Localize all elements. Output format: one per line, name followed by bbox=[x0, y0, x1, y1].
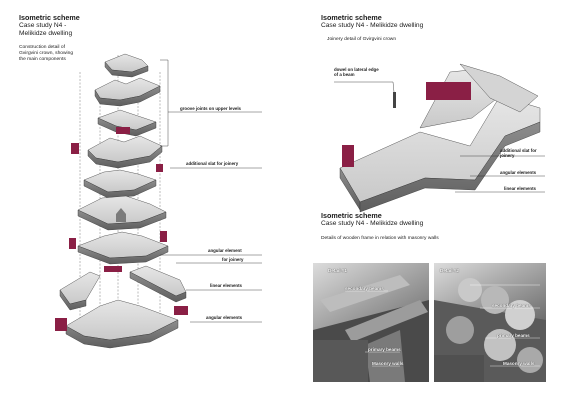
label-angular-element: angular element bbox=[208, 248, 242, 253]
label-for-joinery: for joinery bbox=[222, 257, 244, 262]
crown-layer-7 bbox=[77, 231, 169, 265]
accent-slat bbox=[69, 238, 76, 249]
photo2-primary-beams: primary beams bbox=[497, 333, 530, 338]
photo2-masonry-walls: Masonry walls bbox=[503, 361, 535, 366]
crown-layer-4 bbox=[87, 135, 163, 169]
photo1-masonry-walls: Masonry walls bbox=[372, 361, 404, 366]
crown-layer-2 bbox=[94, 77, 161, 107]
label-angular-elements: angular elements bbox=[206, 315, 243, 320]
label-additional-slat: additional slat for joinery bbox=[186, 161, 239, 166]
accent-slat bbox=[156, 164, 163, 172]
label-rt-angular-elements: angular elements bbox=[500, 170, 537, 175]
label-rt-linear-elements: linear elements bbox=[504, 186, 536, 191]
accent-slat bbox=[104, 266, 122, 272]
photo1-primary-beams: primary beams bbox=[368, 347, 401, 352]
photo1-detail-label: Detail #1 bbox=[328, 268, 347, 273]
left-leader-lines bbox=[160, 59, 262, 323]
small-block bbox=[116, 208, 126, 222]
label-linear-elements: linear elements bbox=[210, 283, 242, 288]
left-description: Construction detail of Gvirgvini crown, … bbox=[19, 45, 74, 62]
crown-layer-9 bbox=[65, 299, 179, 349]
left-title: Isometric scheme bbox=[19, 13, 80, 22]
photo1-secondary-beams: secondary beams bbox=[345, 286, 384, 291]
photo2-secondary-beams: secondary beams bbox=[492, 303, 531, 308]
accent-slat bbox=[71, 143, 79, 154]
label-dowel: dowel on lateral edge of a beam bbox=[334, 67, 379, 78]
crown-layer-5 bbox=[83, 169, 157, 199]
photo-detail-2 bbox=[434, 263, 546, 382]
label-rt-additional-slat: additional slat for joinery bbox=[500, 148, 537, 159]
photo2-detail-label: Detail #2 bbox=[440, 268, 459, 273]
crown-layer-1 bbox=[104, 53, 149, 78]
accent-slat bbox=[342, 145, 354, 167]
right-leader-lines bbox=[334, 81, 545, 193]
accent-slat bbox=[55, 318, 67, 331]
dowel bbox=[393, 92, 396, 108]
left-subtitle: Case study N4 - Melikidze dwelling bbox=[19, 22, 73, 37]
right-bottom-description: Details of wooden frame in relation with… bbox=[321, 236, 439, 241]
accent-slat bbox=[160, 231, 167, 242]
crown-layer-8 bbox=[59, 265, 187, 311]
right-bottom-subtitle: Case study N4 - Melikidze dwelling bbox=[321, 220, 424, 227]
accent-slat bbox=[426, 82, 471, 100]
label-groove-joints: groove joints on upper levels bbox=[180, 106, 241, 111]
accent-slat bbox=[116, 127, 130, 134]
accent-slat bbox=[174, 306, 188, 315]
right-top-title: Isometric scheme bbox=[321, 13, 382, 22]
photo-detail-1 bbox=[313, 263, 429, 382]
right-top-subtitle: Case study N4 - Melikidze dwelling bbox=[321, 22, 424, 29]
photo-leader-lines bbox=[345, 284, 540, 367]
right-bottom-title: Isometric scheme bbox=[321, 211, 382, 220]
right-top-description: Joinery detail of Gvirgvini crown bbox=[327, 37, 397, 42]
